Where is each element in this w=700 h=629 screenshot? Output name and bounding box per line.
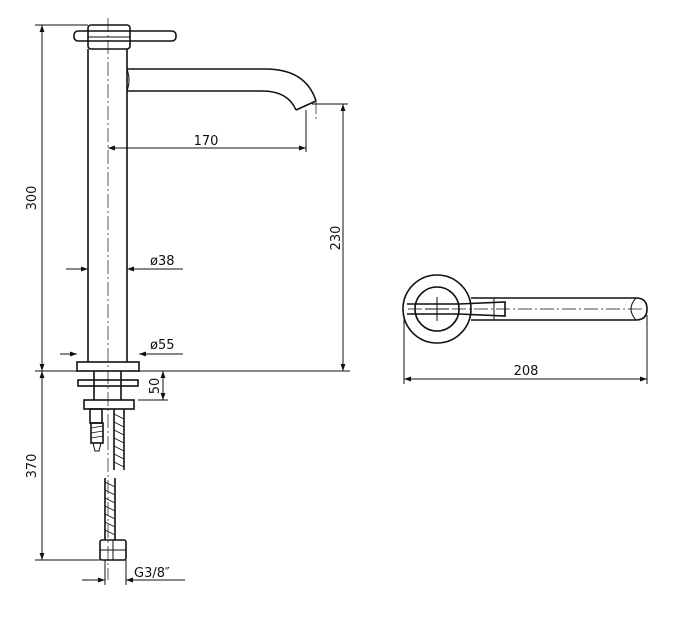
dim-body-diameter: ø38 [150,254,175,269]
side-view [40,18,350,580]
dim-total-height: 300 [25,186,40,211]
dim-deck-thickness: 50 [148,378,163,395]
dim-top-view-length: 208 [514,364,539,379]
dim-base-diameter: ø55 [150,338,175,353]
spout [127,68,317,111]
top-view-lever [407,303,459,315]
dim-hose-length: 370 [25,454,40,479]
top-view-spout [471,297,648,321]
lever-handle [73,30,177,42]
dimensions-top: 208 [403,315,648,384]
dim-spout-height: 230 [329,226,344,251]
hose-lower [104,478,116,540]
hose-right [113,409,125,470]
fixing-nut [83,399,135,410]
dim-connection-thread: G3/8″ [134,566,170,581]
dim-spout-reach: 170 [194,134,219,149]
top-view [402,274,648,344]
dimensions-side: 300 370 170 230 ø38 ø55 50 G3/8″ [25,24,348,585]
